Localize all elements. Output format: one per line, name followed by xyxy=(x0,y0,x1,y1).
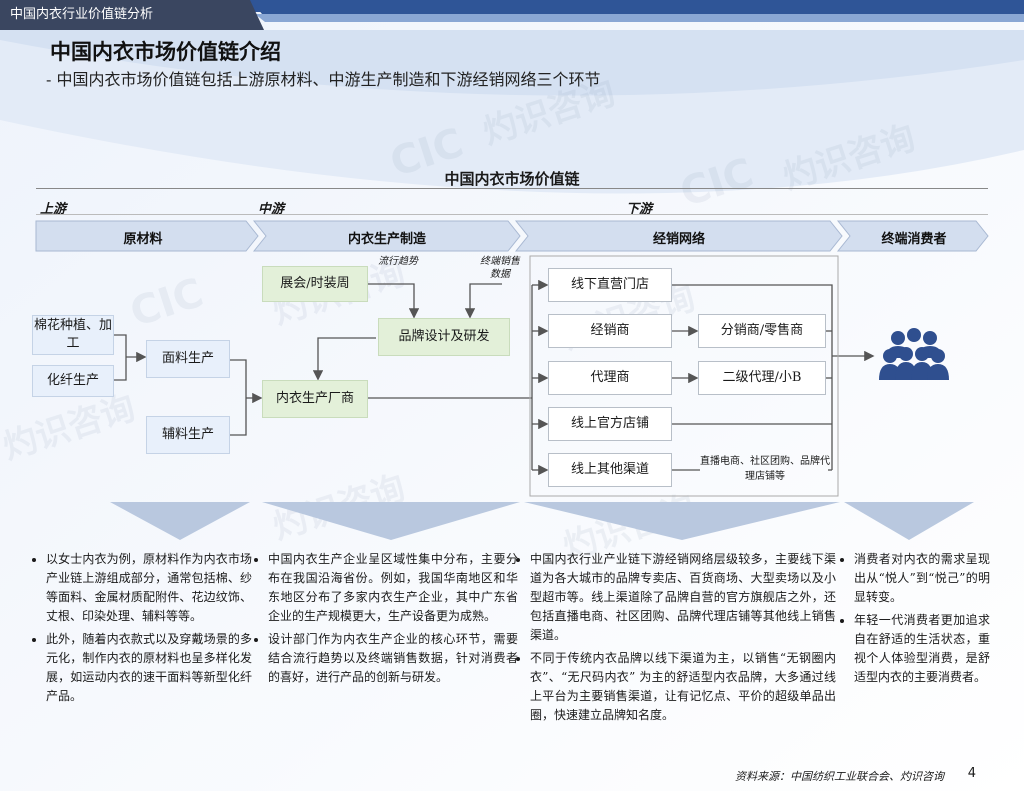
node-fiber: 化纤生产 xyxy=(32,365,114,397)
node-second-agent: 二级代理/小B xyxy=(698,361,826,395)
chart-title: 中国内衣市场价值链 xyxy=(444,170,580,188)
divider xyxy=(36,214,988,215)
node-distributor: 经销商 xyxy=(548,314,672,348)
chevron-raw-materials: 原材料 xyxy=(123,232,163,247)
page-title: 中国内衣市场价值链介绍 xyxy=(50,39,281,64)
consumers-icon xyxy=(879,328,949,380)
note-trend: 流行趋势 xyxy=(378,256,418,267)
chevron-row xyxy=(35,220,989,252)
chevron-consumers: 终端消费者 xyxy=(881,232,947,247)
desc-item: 此外，随着内衣款式以及穿戴场景的多元化，制作内衣的原材料也呈多样化发展，如运动内… xyxy=(46,630,252,706)
node-factory: 内衣生产厂商 xyxy=(262,380,368,418)
page-number: 4 xyxy=(967,766,976,781)
page-subtitle: - 中国内衣市场价值链包括上游原材料、中游生产制造和下游经销网络三个环节 xyxy=(46,70,601,89)
desc-downstream: 中国内衣行业产业链下游经销网络层级较多，主要线下渠道为各大城市的品牌专卖店、百货… xyxy=(518,550,836,729)
desc-item: 不同于传统内衣品牌以线下渠道为主，以销售“无钢圈内衣”、“无尺码内衣” 为主的舒… xyxy=(530,649,836,725)
node-agent: 代理商 xyxy=(548,361,672,395)
desc-midstream: 中国内衣生产企业呈区域性集中分布，主要分布在我国沿海省份。例如，我国华南地区和华… xyxy=(256,550,518,691)
node-online-official: 线上官方店铺 xyxy=(548,407,672,441)
stage-downstream: 下游 xyxy=(626,202,653,217)
desc-item: 消费者对内衣的需求呈现出从“悦人”到“悦己”的明显转变。 xyxy=(854,550,990,607)
source-note: 资料来源：中国纺织工业联合会、灼识咨询 xyxy=(735,770,944,783)
node-fabric: 面料生产 xyxy=(146,340,230,378)
node-store: 线下直营门店 xyxy=(548,268,672,302)
desc-item: 以女士内衣为例，原材料作为内衣市场产业链上游组成部分，通常包括棉、纱等面料、金属… xyxy=(46,550,252,626)
desc-item: 中国内衣生产企业呈区域性集中分布，主要分布在我国沿海省份。例如，我国华南地区和华… xyxy=(268,550,518,626)
node-accessory: 辅料生产 xyxy=(146,416,230,454)
chevron-manufacturing: 内衣生产制造 xyxy=(347,232,426,247)
chevron-distribution: 经销网络 xyxy=(652,232,705,247)
stage-upstream: 上游 xyxy=(40,202,67,217)
node-design: 品牌设计及研发 xyxy=(378,318,510,356)
section-tag: 中国内衣行业价值链分析 xyxy=(10,7,154,22)
desc-item: 中国内衣行业产业链下游经销网络层级较多，主要线下渠道为各大城市的品牌专卖店、百货… xyxy=(530,550,836,645)
divider xyxy=(36,188,988,189)
note-sales-data: 终端销售数据 xyxy=(480,256,520,280)
desc-consumer: 消费者对内衣的需求呈现出从“悦人”到“悦己”的明显转变。 年轻一代消费者更加追求… xyxy=(842,550,990,691)
node-cotton: 棉花种植、加工 xyxy=(32,315,114,355)
node-sub-retail: 分销商/零售商 xyxy=(698,314,826,348)
funnel-row xyxy=(110,502,974,540)
desc-item: 设计部门作为内衣生产企业的核心环节，需要结合流行趋势以及终端销售数据，针对消费者… xyxy=(268,630,518,687)
node-fair: 展会/时装周 xyxy=(262,266,368,302)
desc-item: 年轻一代消费者更加追求自在舒适的生活状态，重视个人体验型消费，是舒适型内衣的主要… xyxy=(854,611,990,687)
stage-midstream: 中游 xyxy=(258,202,285,217)
node-other-channels: 直播电商、社区团购、品牌代理店铺等 xyxy=(700,456,830,482)
desc-upstream: 以女士内衣为例，原材料作为内衣市场产业链上游组成部分，通常包括棉、纱等面料、金属… xyxy=(34,550,252,710)
node-online-other: 线上其他渠道 xyxy=(548,453,672,487)
